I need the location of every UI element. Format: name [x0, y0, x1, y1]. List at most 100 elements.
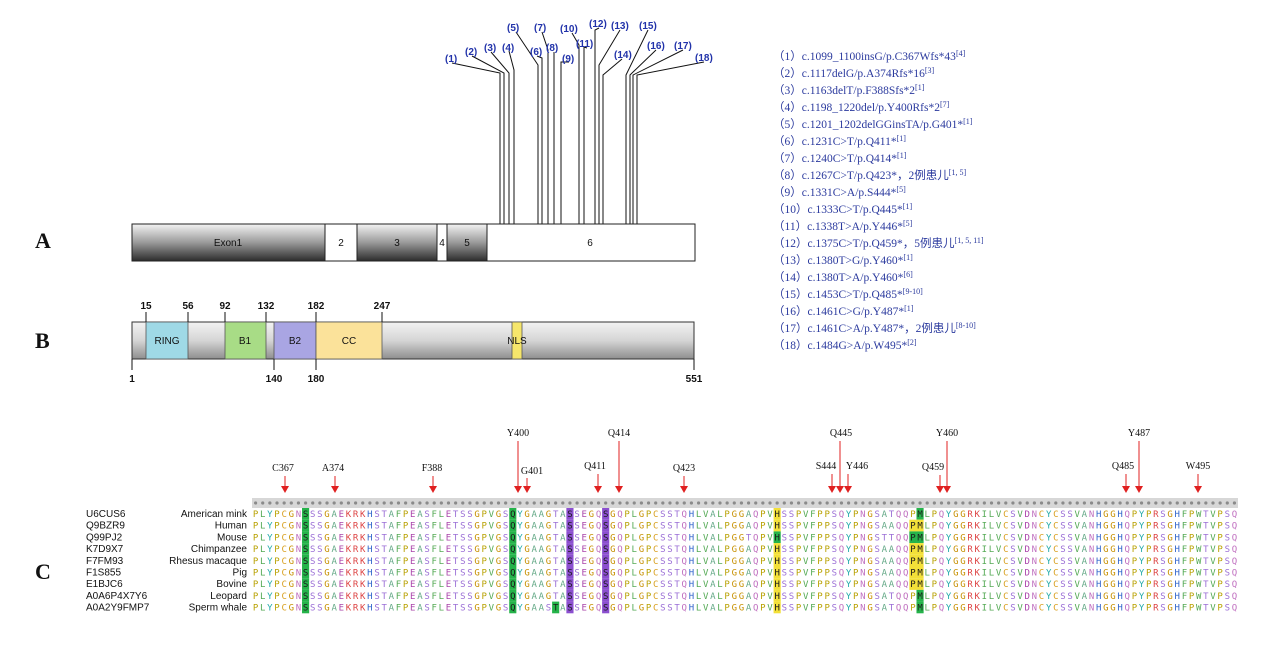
svg-text:Q: Q	[596, 545, 601, 555]
svg-text:S: S	[789, 545, 794, 555]
svg-text:G: G	[732, 510, 737, 520]
svg-text:P: P	[824, 545, 830, 555]
svg-text:Q: Q	[617, 557, 622, 567]
svg-text:L: L	[632, 569, 637, 579]
exon-5	[446, 223, 488, 262]
svg-text:V: V	[1210, 569, 1216, 579]
svg-text:F: F	[810, 522, 815, 532]
svg-text:C: C	[281, 510, 286, 520]
svg-text:P: P	[796, 580, 802, 590]
svg-text:P: P	[853, 604, 859, 614]
svg-text:F: F	[396, 510, 401, 520]
svg-text:P: P	[724, 592, 730, 602]
svg-text:N: N	[1089, 592, 1094, 602]
svg-text:K: K	[346, 557, 352, 567]
svg-text:L: L	[717, 545, 722, 555]
svg-text:L: L	[717, 510, 722, 520]
svg-text:T: T	[381, 522, 387, 532]
svg-text:S: S	[832, 604, 837, 614]
svg-text:K: K	[360, 580, 366, 590]
svg-text:P: P	[796, 604, 802, 614]
accession-id: Q9BZR9	[86, 521, 125, 532]
svg-text:A: A	[417, 545, 423, 555]
svg-text:F: F	[431, 592, 436, 602]
svg-text:P: P	[274, 580, 280, 590]
svg-text:Y: Y	[946, 569, 952, 579]
svg-text:A: A	[532, 557, 538, 567]
svg-text:L: L	[989, 522, 994, 532]
svg-text:G: G	[960, 522, 965, 532]
svg-text:S: S	[460, 604, 465, 614]
svg-text:S: S	[1225, 533, 1230, 543]
svg-text:S: S	[1225, 545, 1230, 555]
svg-text:W: W	[1196, 580, 1202, 590]
svg-text:Y: Y	[267, 510, 273, 520]
svg-text:G: G	[1110, 557, 1115, 567]
svg-text:P: P	[403, 569, 409, 579]
svg-text:C: C	[1053, 533, 1058, 543]
svg-text:Q: Q	[753, 604, 758, 614]
svg-text:V: V	[1075, 545, 1081, 555]
svg-text:G: G	[610, 592, 615, 602]
svg-text:Q: Q	[753, 533, 758, 543]
svg-text:A: A	[882, 510, 888, 520]
svg-text:V: V	[767, 533, 773, 543]
svg-text:S: S	[660, 569, 665, 579]
svg-text:P: P	[481, 592, 487, 602]
svg-text:P: P	[760, 557, 766, 567]
svg-text:P: P	[760, 580, 766, 590]
svg-text:Q: Q	[510, 592, 515, 602]
svg-text:K: K	[346, 522, 352, 532]
svg-text:P: P	[760, 592, 766, 602]
svg-text:N: N	[296, 604, 301, 614]
svg-text:S: S	[1160, 510, 1165, 520]
svg-text:Q: Q	[839, 522, 844, 532]
svg-text:P: P	[910, 557, 916, 567]
svg-text:Q: Q	[596, 557, 601, 567]
svg-text:G: G	[524, 533, 529, 543]
svg-text:Y: Y	[846, 569, 852, 579]
svg-text:F: F	[431, 604, 436, 614]
svg-text:P: P	[1132, 580, 1138, 590]
svg-text:C: C	[281, 569, 286, 579]
svg-text:A: A	[882, 545, 888, 555]
svg-text:K: K	[346, 604, 352, 614]
svg-text:V: V	[996, 569, 1002, 579]
svg-text:A: A	[417, 533, 423, 543]
svg-text:A: A	[560, 604, 566, 614]
svg-text:A: A	[389, 510, 395, 520]
svg-text:Y: Y	[1139, 533, 1145, 543]
svg-text:S: S	[424, 604, 429, 614]
svg-text:Q: Q	[753, 580, 758, 590]
svg-text:S: S	[603, 510, 608, 520]
svg-text:P: P	[824, 569, 830, 579]
legend-item: （13）c.1380T>G/p.Y460*[1]	[773, 253, 913, 267]
svg-text:S: S	[424, 569, 429, 579]
svg-text:P: P	[853, 545, 859, 555]
svg-text:P: P	[1146, 522, 1152, 532]
svg-text:V: V	[489, 533, 495, 543]
marker: Q414	[608, 428, 630, 493]
svg-text:V: V	[703, 510, 709, 520]
svg-text:Y: Y	[517, 604, 523, 614]
svg-text:S: S	[660, 545, 665, 555]
legend-item: （11）c.1338T>A/p.Y446*[5]	[773, 219, 913, 233]
svg-text:T: T	[889, 533, 895, 543]
marker: C367	[272, 463, 294, 493]
protein-structure	[131, 321, 695, 360]
svg-text:S: S	[1060, 592, 1065, 602]
svg-text:S: S	[603, 580, 608, 590]
svg-text:A: A	[710, 545, 716, 555]
svg-text:S: S	[567, 557, 572, 567]
svg-text:P: P	[1189, 592, 1195, 602]
svg-text:C: C	[1039, 545, 1044, 555]
svg-text:S: S	[374, 580, 379, 590]
svg-text:S: S	[789, 510, 794, 520]
svg-text:Y: Y	[267, 604, 273, 614]
svg-text:C: C	[653, 592, 658, 602]
svg-text:Q: Q	[1232, 510, 1237, 520]
svg-text:M: M	[917, 522, 923, 532]
svg-text:G: G	[524, 545, 529, 555]
svg-text:P: P	[253, 580, 259, 590]
svg-text:S: S	[1060, 533, 1065, 543]
